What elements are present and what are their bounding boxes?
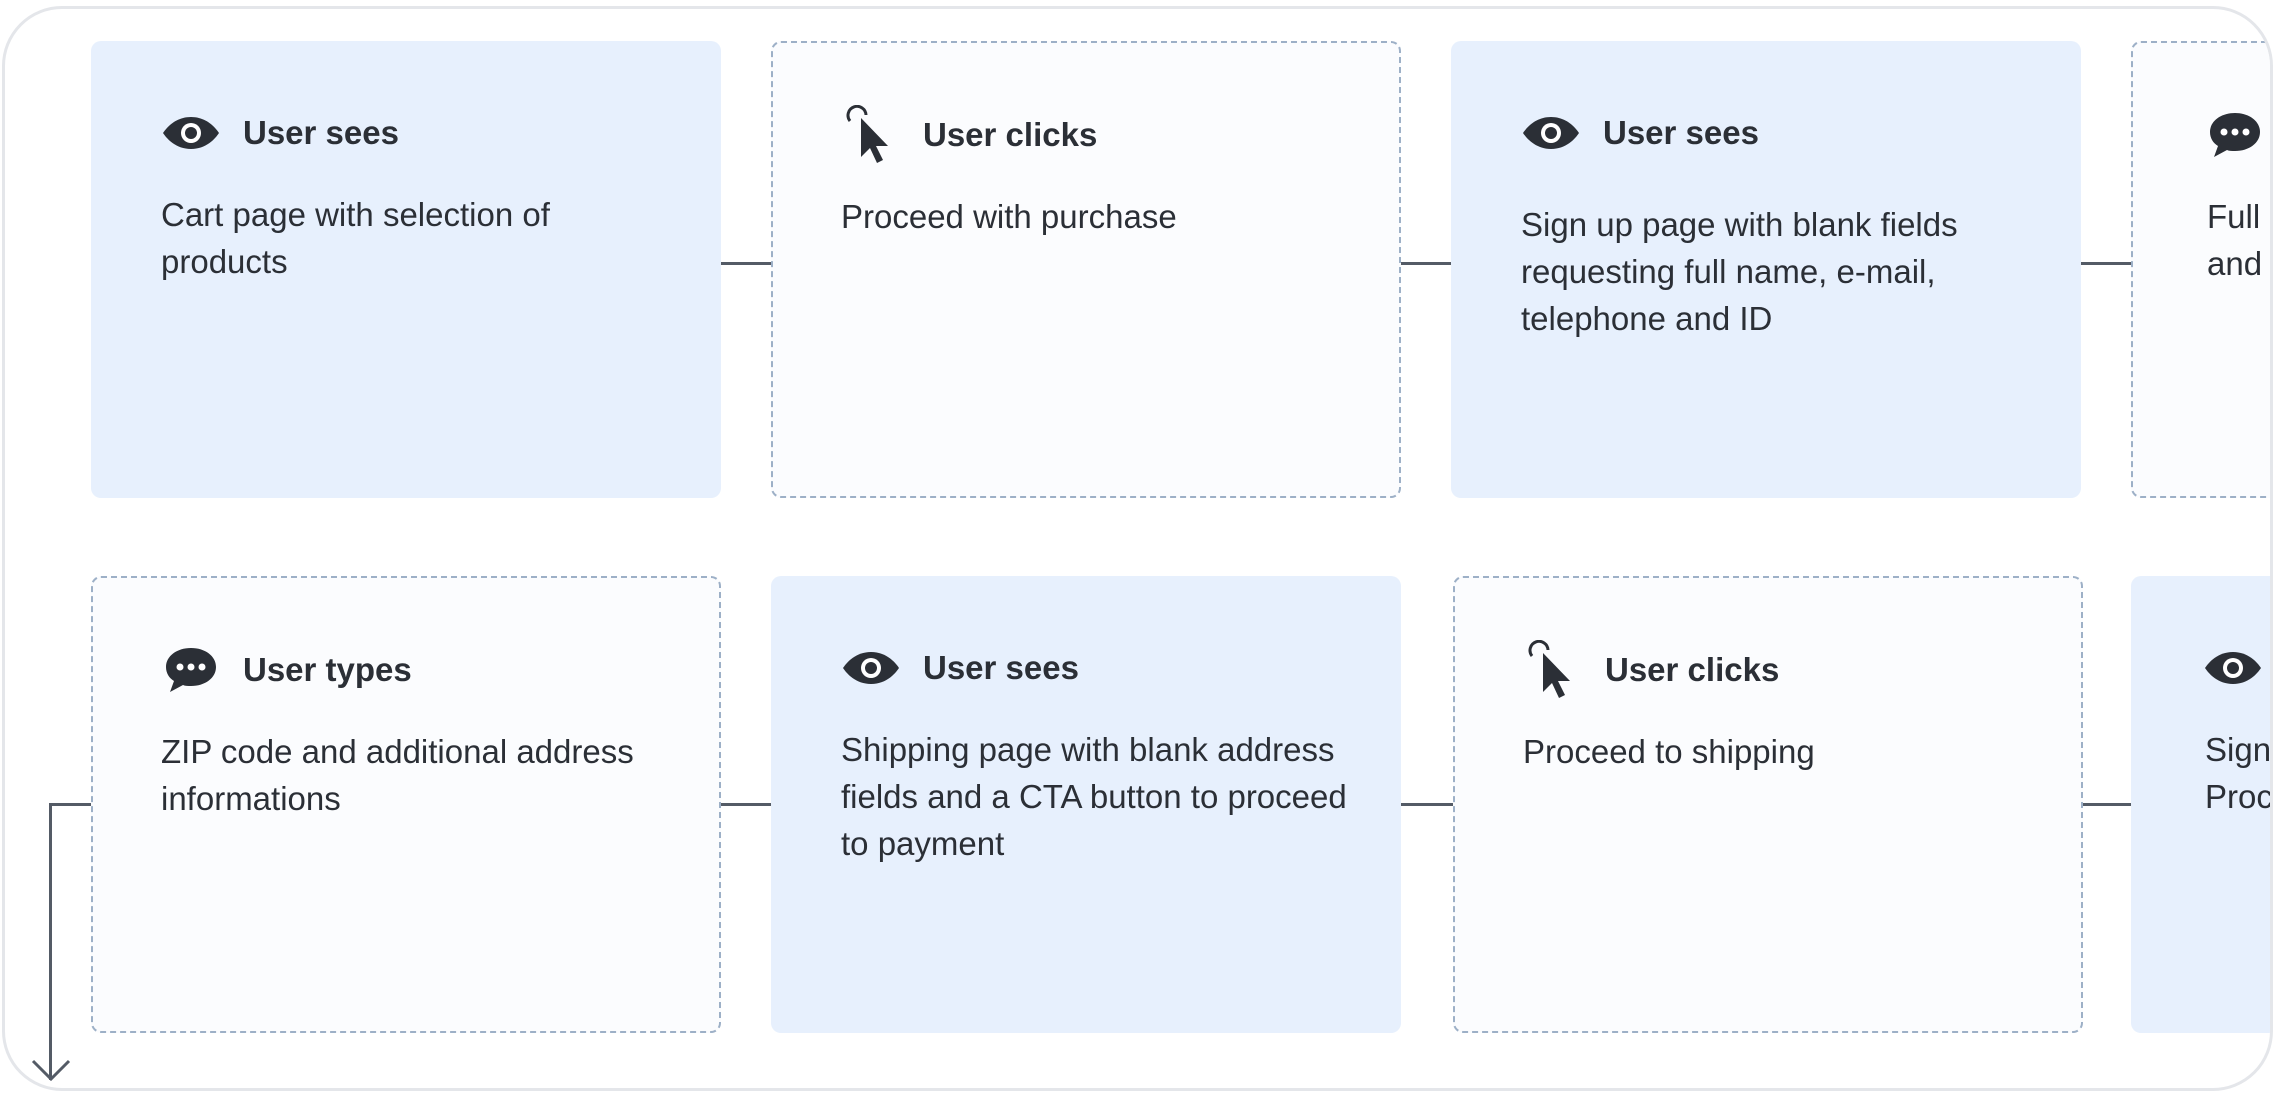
step-heading: User sees <box>243 114 399 151</box>
connector-line <box>1401 262 1451 265</box>
step-header <box>2205 105 2270 165</box>
flow-step-card: Full n and I <box>2131 41 2270 498</box>
step-heading: User clicks <box>923 116 1098 153</box>
step-description: Full n and I <box>2207 198 2270 282</box>
step-header <box>2203 638 2270 698</box>
arrow-down-icon <box>31 1059 71 1082</box>
step-heading: User types <box>243 651 412 688</box>
cursor-click-icon <box>1523 640 1583 700</box>
flow-step-card: User sees Sign up page with blank fields… <box>1451 41 2081 498</box>
diagram-frame: User sees Cart page with selection of pr… <box>2 6 2273 1091</box>
flow-canvas: User sees Cart page with selection of pr… <box>5 9 2273 1088</box>
step-header: User sees <box>161 103 399 163</box>
flow-step-card: User sees Shipping page with blank addre… <box>771 576 1401 1033</box>
loop-connector-line <box>49 803 52 1080</box>
eye-icon <box>2203 638 2263 698</box>
eye-icon <box>1521 103 1581 163</box>
step-header: User sees <box>1521 103 1759 163</box>
connector-line <box>2081 262 2133 265</box>
flow-step-card: Sign Proc <box>2131 576 2273 1033</box>
connector-line <box>721 262 771 265</box>
step-description: ZIP code and additional address informat… <box>161 733 634 817</box>
step-heading: User sees <box>1603 114 1759 151</box>
cursor-click-icon <box>841 105 901 165</box>
eye-icon <box>841 638 901 698</box>
step-header: User types <box>161 640 412 700</box>
step-description: Proceed with purchase <box>841 198 1177 235</box>
connector-line <box>2083 803 2133 806</box>
step-header: User sees <box>841 638 1079 698</box>
chat-bubble-icon <box>161 640 221 700</box>
step-heading: User clicks <box>1605 651 1780 688</box>
step-description: Cart page with selection of products <box>161 196 550 280</box>
flow-step-card: User clicks Proceed to shipping <box>1453 576 2083 1033</box>
step-description: Sign Proc <box>2205 731 2273 815</box>
flow-step-card: User clicks Proceed with purchase <box>771 41 1401 498</box>
step-heading: User sees <box>923 649 1079 686</box>
eye-icon <box>161 103 221 163</box>
step-description: Proceed to shipping <box>1523 733 1815 770</box>
chat-bubble-icon <box>2205 105 2265 165</box>
step-description: Sign up page with blank fields requestin… <box>1521 206 1958 337</box>
step-header: User clicks <box>841 105 1097 165</box>
step-header: User clicks <box>1523 640 1779 700</box>
flow-step-card: User types ZIP code and additional addre… <box>91 576 721 1033</box>
connector-line <box>1401 803 1453 806</box>
connector-line <box>721 803 771 806</box>
step-description: Shipping page with blank address fields … <box>841 731 1347 862</box>
loop-connector-line <box>49 803 91 806</box>
flow-step-card: User sees Cart page with selection of pr… <box>91 41 721 498</box>
